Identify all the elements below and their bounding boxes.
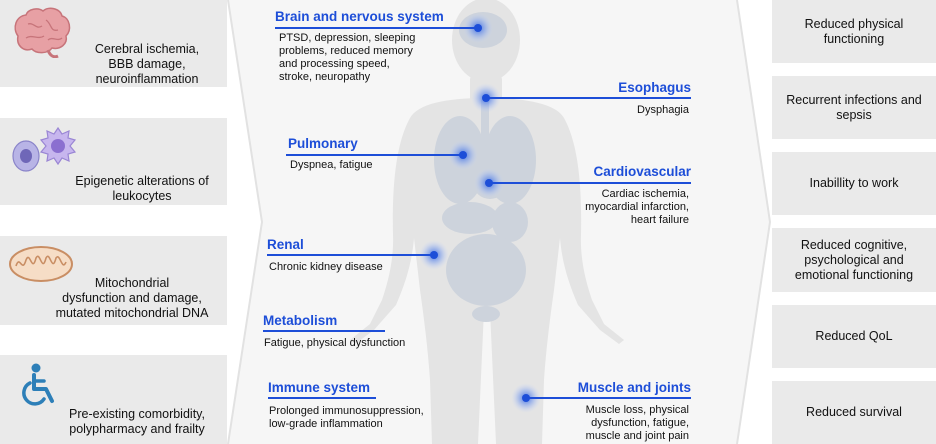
outcome-physical: Reduced physical functioning (772, 0, 936, 63)
muscle-title: Muscle and joints (577, 380, 691, 395)
left-box-brain-text: Cerebral ischemia, BBB damage, neuroinfl… (94, 42, 200, 86)
muscle-desc: Muscle loss, physical dysfunction, fatig… (585, 404, 689, 442)
pulmonary-title: Pulmonary (288, 136, 358, 151)
left-box-mitochondria-text: Mitochondrial dysfunction and damage, mu… (55, 276, 209, 320)
right-panel-edge (736, 0, 772, 444)
immune-line (268, 397, 376, 399)
left-box-brain: Cerebral ischemia, BBB damage, neuroinfl… (0, 0, 227, 87)
leukocytes-icon (12, 126, 77, 172)
mitochondrion-icon (9, 246, 73, 282)
metabolism-desc: Fatigue, physical dysfunction (264, 337, 406, 349)
left-box-comorbidity: Pre-existing comorbidity, polypharmacy a… (0, 355, 227, 444)
outcome-work: Inabillity to work (772, 152, 936, 215)
stomach-organ (492, 202, 528, 242)
cardiovascular-title: Cardiovascular (593, 164, 691, 179)
outcome-cognitive: Reduced cognitive, psychological and emo… (772, 228, 936, 292)
brain-line (275, 27, 478, 29)
intestines-organ (446, 234, 526, 306)
esophagus-desc: Dysphagia (637, 104, 689, 116)
metabolism-line (263, 330, 385, 332)
immune-desc: Prolonged immunosuppression, low-grade i… (269, 405, 424, 430)
wheelchair-icon (22, 363, 54, 406)
outcome-qol: Reduced QoL (772, 305, 936, 368)
brain-desc: PTSD, depression, sleeping problems, red… (279, 32, 416, 83)
muscle-line (526, 397, 691, 399)
left-box-comorbidity-text: Pre-existing comorbidity, polypharmacy a… (69, 407, 205, 436)
renal-desc: Chronic kidney disease (269, 261, 383, 273)
liver-organ (442, 202, 498, 234)
renal-marker (419, 240, 449, 270)
renal-title: Renal (267, 237, 304, 252)
esophagus-line (486, 97, 691, 99)
cardiovascular-line (489, 182, 691, 184)
bladder-organ (472, 306, 500, 322)
left-box-leukocytes: Epigenetic alterations of leukocytes (0, 118, 227, 205)
left-box-leukocytes-text: Epigenetic alterations of leukocytes (75, 174, 209, 203)
renal-line (267, 254, 434, 256)
pulmonary-marker (448, 140, 478, 170)
outcome-survival: Reduced survival (772, 381, 936, 444)
brain-marker (463, 13, 493, 43)
left-box-mitochondria: Mitochondrial dysfunction and damage, mu… (0, 236, 227, 325)
pulmonary-desc: Dyspnea, fatigue (290, 159, 373, 171)
esophagus-title: Esophagus (618, 80, 691, 95)
immune-title: Immune system (268, 380, 371, 395)
left-panel-edge (227, 0, 264, 444)
pulmonary-line (286, 154, 463, 156)
brain-title: Brain and nervous system (275, 9, 444, 24)
outcome-infections: Recurrent infections and sepsis (772, 76, 936, 139)
cardiovascular-desc: Cardiac ischemia, myocardial infarction,… (585, 188, 689, 226)
metabolism-title: Metabolism (263, 313, 338, 328)
brain-icon (14, 7, 71, 58)
